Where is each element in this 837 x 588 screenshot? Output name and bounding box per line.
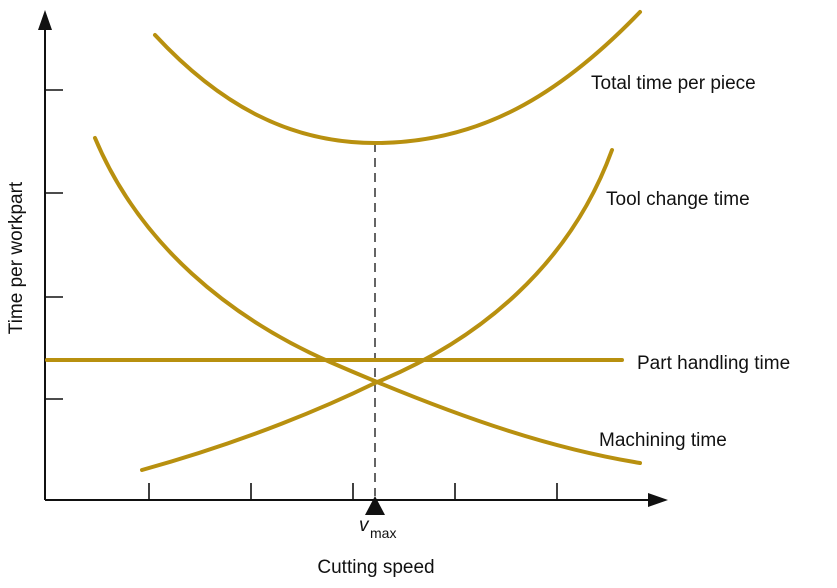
total-time-label: Total time per piece — [591, 73, 756, 94]
vmax-symbol: v — [359, 515, 370, 536]
y-axis-arrowhead — [38, 10, 52, 30]
vmax-subscript: max — [370, 525, 396, 541]
optimum-marker-triangle — [365, 496, 385, 515]
part-handling-time-label: Part handling time — [637, 353, 790, 374]
tool-change-time-label: Tool change time — [606, 189, 750, 210]
tool-change-time-curve — [140, 148, 614, 472]
x-axis-arrowhead — [648, 493, 668, 507]
machining-time-curve — [93, 136, 642, 465]
x-axis-label: Cutting speed — [317, 557, 434, 578]
machining-time-label: Machining time — [599, 430, 727, 451]
y-axis-label: Time per workpart — [6, 181, 27, 334]
total-time-curve — [153, 10, 642, 145]
